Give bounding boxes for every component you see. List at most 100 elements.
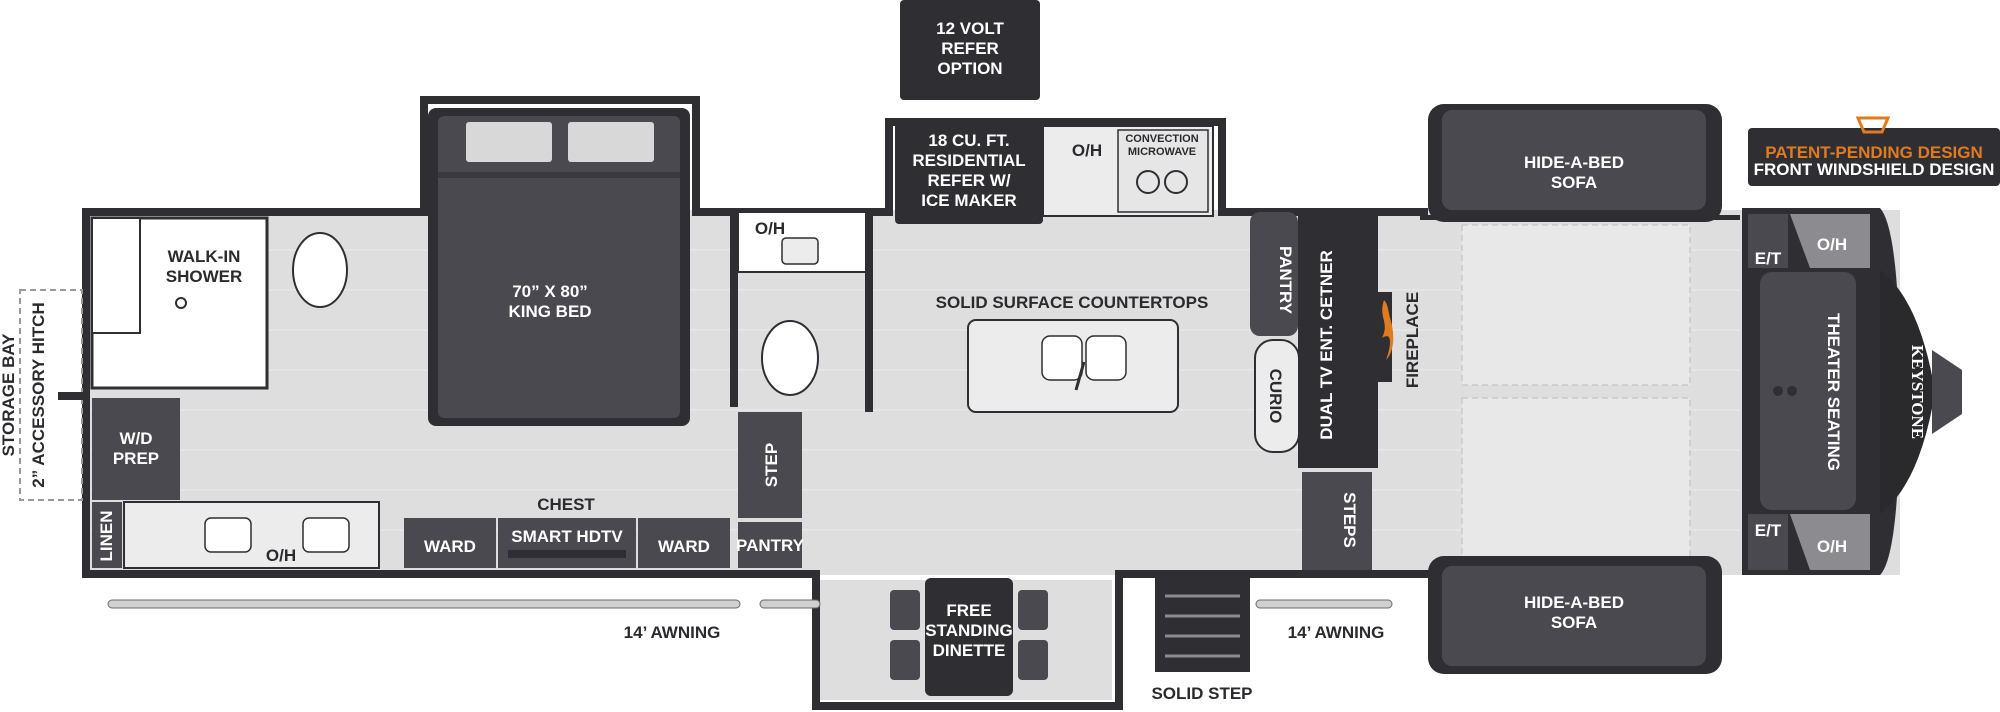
wardrobe-left: [404, 518, 496, 568]
step-treads: [1165, 594, 1240, 658]
end-table-bottom: [1748, 514, 1788, 570]
steps: [1302, 472, 1372, 570]
linen-cabinet: [92, 502, 122, 568]
refer-option-label-3: OPTION: [937, 59, 1002, 78]
convection-label: CONVECTION: [1125, 133, 1198, 145]
walk-in-shower-label-2: SHOWER: [166, 267, 243, 286]
pantry-rear-label: PANTRY: [736, 536, 805, 555]
pantry-front: [1250, 212, 1298, 336]
sink-icon: [204, 517, 252, 553]
badge-line1: PATENT-PENDING DESIGN: [1765, 143, 1983, 162]
dinette-chair: [890, 640, 920, 680]
windshield: [1880, 270, 1935, 514]
chest-label: CHEST: [537, 495, 595, 514]
shower-drain-icon: [175, 297, 187, 309]
fireplace-label: FIREPLACE: [1403, 292, 1422, 388]
sofa-bottom-label-2: SOFA: [1551, 613, 1597, 632]
vanity-oh-label: O/H: [266, 546, 296, 565]
living-rug: [1461, 397, 1691, 559]
et-label-top: E/T: [1755, 249, 1782, 268]
awning-front: [1255, 599, 1393, 609]
wardrobe-right: [638, 518, 730, 568]
accessory-hitch-label: 2” ACCESSORY HITCH: [29, 302, 48, 487]
faucet-icon: [1074, 361, 1086, 391]
awning-rear-label: 14’ AWNING: [624, 623, 721, 642]
refer-label-4: ICE MAKER: [921, 191, 1016, 210]
step: [738, 412, 802, 518]
pantry-front-label: PANTRY: [1276, 246, 1295, 315]
cupholder-icon: [1787, 386, 1797, 396]
oh-bottom-label: O/H: [1817, 537, 1847, 556]
burner-icon: [1164, 170, 1188, 194]
range-cooktop: [1117, 129, 1209, 213]
bath-wall: [730, 212, 738, 407]
dual-tv-label: DUAL TV ENT. CETNER: [1317, 250, 1336, 440]
countertops-label: SOLID SURFACE COUNTERTOPS: [936, 293, 1209, 312]
cupholder-icon: [1773, 386, 1783, 396]
smart-hdtv-label: SMART HDTV: [511, 527, 623, 546]
walk-in-shower-label: WALK-IN: [168, 247, 241, 266]
hitch-bar: [58, 392, 90, 400]
refer-label-2: RESIDENTIAL: [912, 151, 1025, 170]
residential-refer: [895, 120, 1043, 224]
toilet-icon: [761, 320, 819, 396]
wd-prep-label-2: PREP: [113, 449, 159, 468]
sink-icon: [1041, 335, 1083, 381]
awning-rear: [107, 599, 741, 609]
entertainment-center: [1298, 212, 1378, 468]
tv-icon: [508, 550, 626, 558]
sofa-top-label: HIDE-A-BED: [1524, 153, 1624, 172]
step-label: STEP: [762, 443, 781, 487]
patent-badge: [1748, 128, 2000, 186]
sofa-cushions: [1442, 566, 1706, 666]
badge-line2: FRONT WINDSHIELD DESIGN: [1754, 160, 1995, 179]
windshield-badge-icon: [1855, 116, 1891, 134]
chest: [498, 518, 636, 568]
dinette-chair: [890, 590, 920, 630]
king-bed: [438, 116, 680, 418]
bed-fold: [438, 172, 680, 178]
sink-icon: [1085, 335, 1127, 381]
bath-oh-label: O/H: [755, 219, 785, 238]
dinette-label: FREE: [946, 601, 991, 620]
burner-icon: [1136, 170, 1160, 194]
curio-label: CURIO: [1266, 369, 1285, 424]
sink-icon: [302, 517, 350, 553]
refer-label: 18 CU. FT.: [928, 131, 1009, 150]
linen-label: LINEN: [97, 511, 116, 562]
sink-icon: [781, 237, 819, 265]
storage-bay-label: STORAGE BAY: [0, 333, 18, 456]
dinette-label-3: DINETTE: [933, 641, 1006, 660]
dinette-chair: [1018, 590, 1048, 630]
king-bed-label: 70” X 80”: [512, 282, 588, 301]
refer-option: [900, 0, 1040, 100]
refer-label-3: REFER W/: [927, 171, 1010, 190]
living-rug: [1461, 224, 1691, 386]
storage-bay: [19, 289, 83, 501]
steps-label: STEPS: [1340, 492, 1359, 548]
awning-front-label: 14’ AWNING: [1288, 623, 1385, 642]
dinette-chair: [1018, 640, 1048, 680]
shower-seat: [91, 217, 141, 334]
dinette-table: [925, 578, 1013, 696]
dinette-label-2: STANDING: [925, 621, 1013, 640]
refer-option-label: 12 VOLT: [936, 19, 1004, 38]
ward-label-left: WARD: [424, 537, 476, 556]
sofa-bottom-label: HIDE-A-BED: [1524, 593, 1624, 612]
theater-seating-label: THEATER SEATING: [1824, 313, 1843, 471]
pillow: [568, 122, 654, 162]
oh-cabinet-top: [1790, 214, 1870, 268]
oh-top-label: O/H: [1817, 235, 1847, 254]
et-label-bottom: E/T: [1755, 521, 1782, 540]
refer-option-label-2: REFER: [941, 39, 999, 58]
wd-prep-label: W/D: [119, 429, 152, 448]
solid-step: [1155, 576, 1250, 672]
toilet-icon: [292, 232, 348, 308]
brand-logo: KEYSTONE: [1908, 345, 1927, 439]
sofa-top-label-2: SOFA: [1551, 173, 1597, 192]
king-bed-label-2: KING BED: [508, 302, 591, 321]
oh-cabinet-bottom: [1790, 514, 1870, 570]
end-table-top: [1748, 214, 1788, 268]
convection-label-2: MICROWAVE: [1128, 146, 1196, 158]
